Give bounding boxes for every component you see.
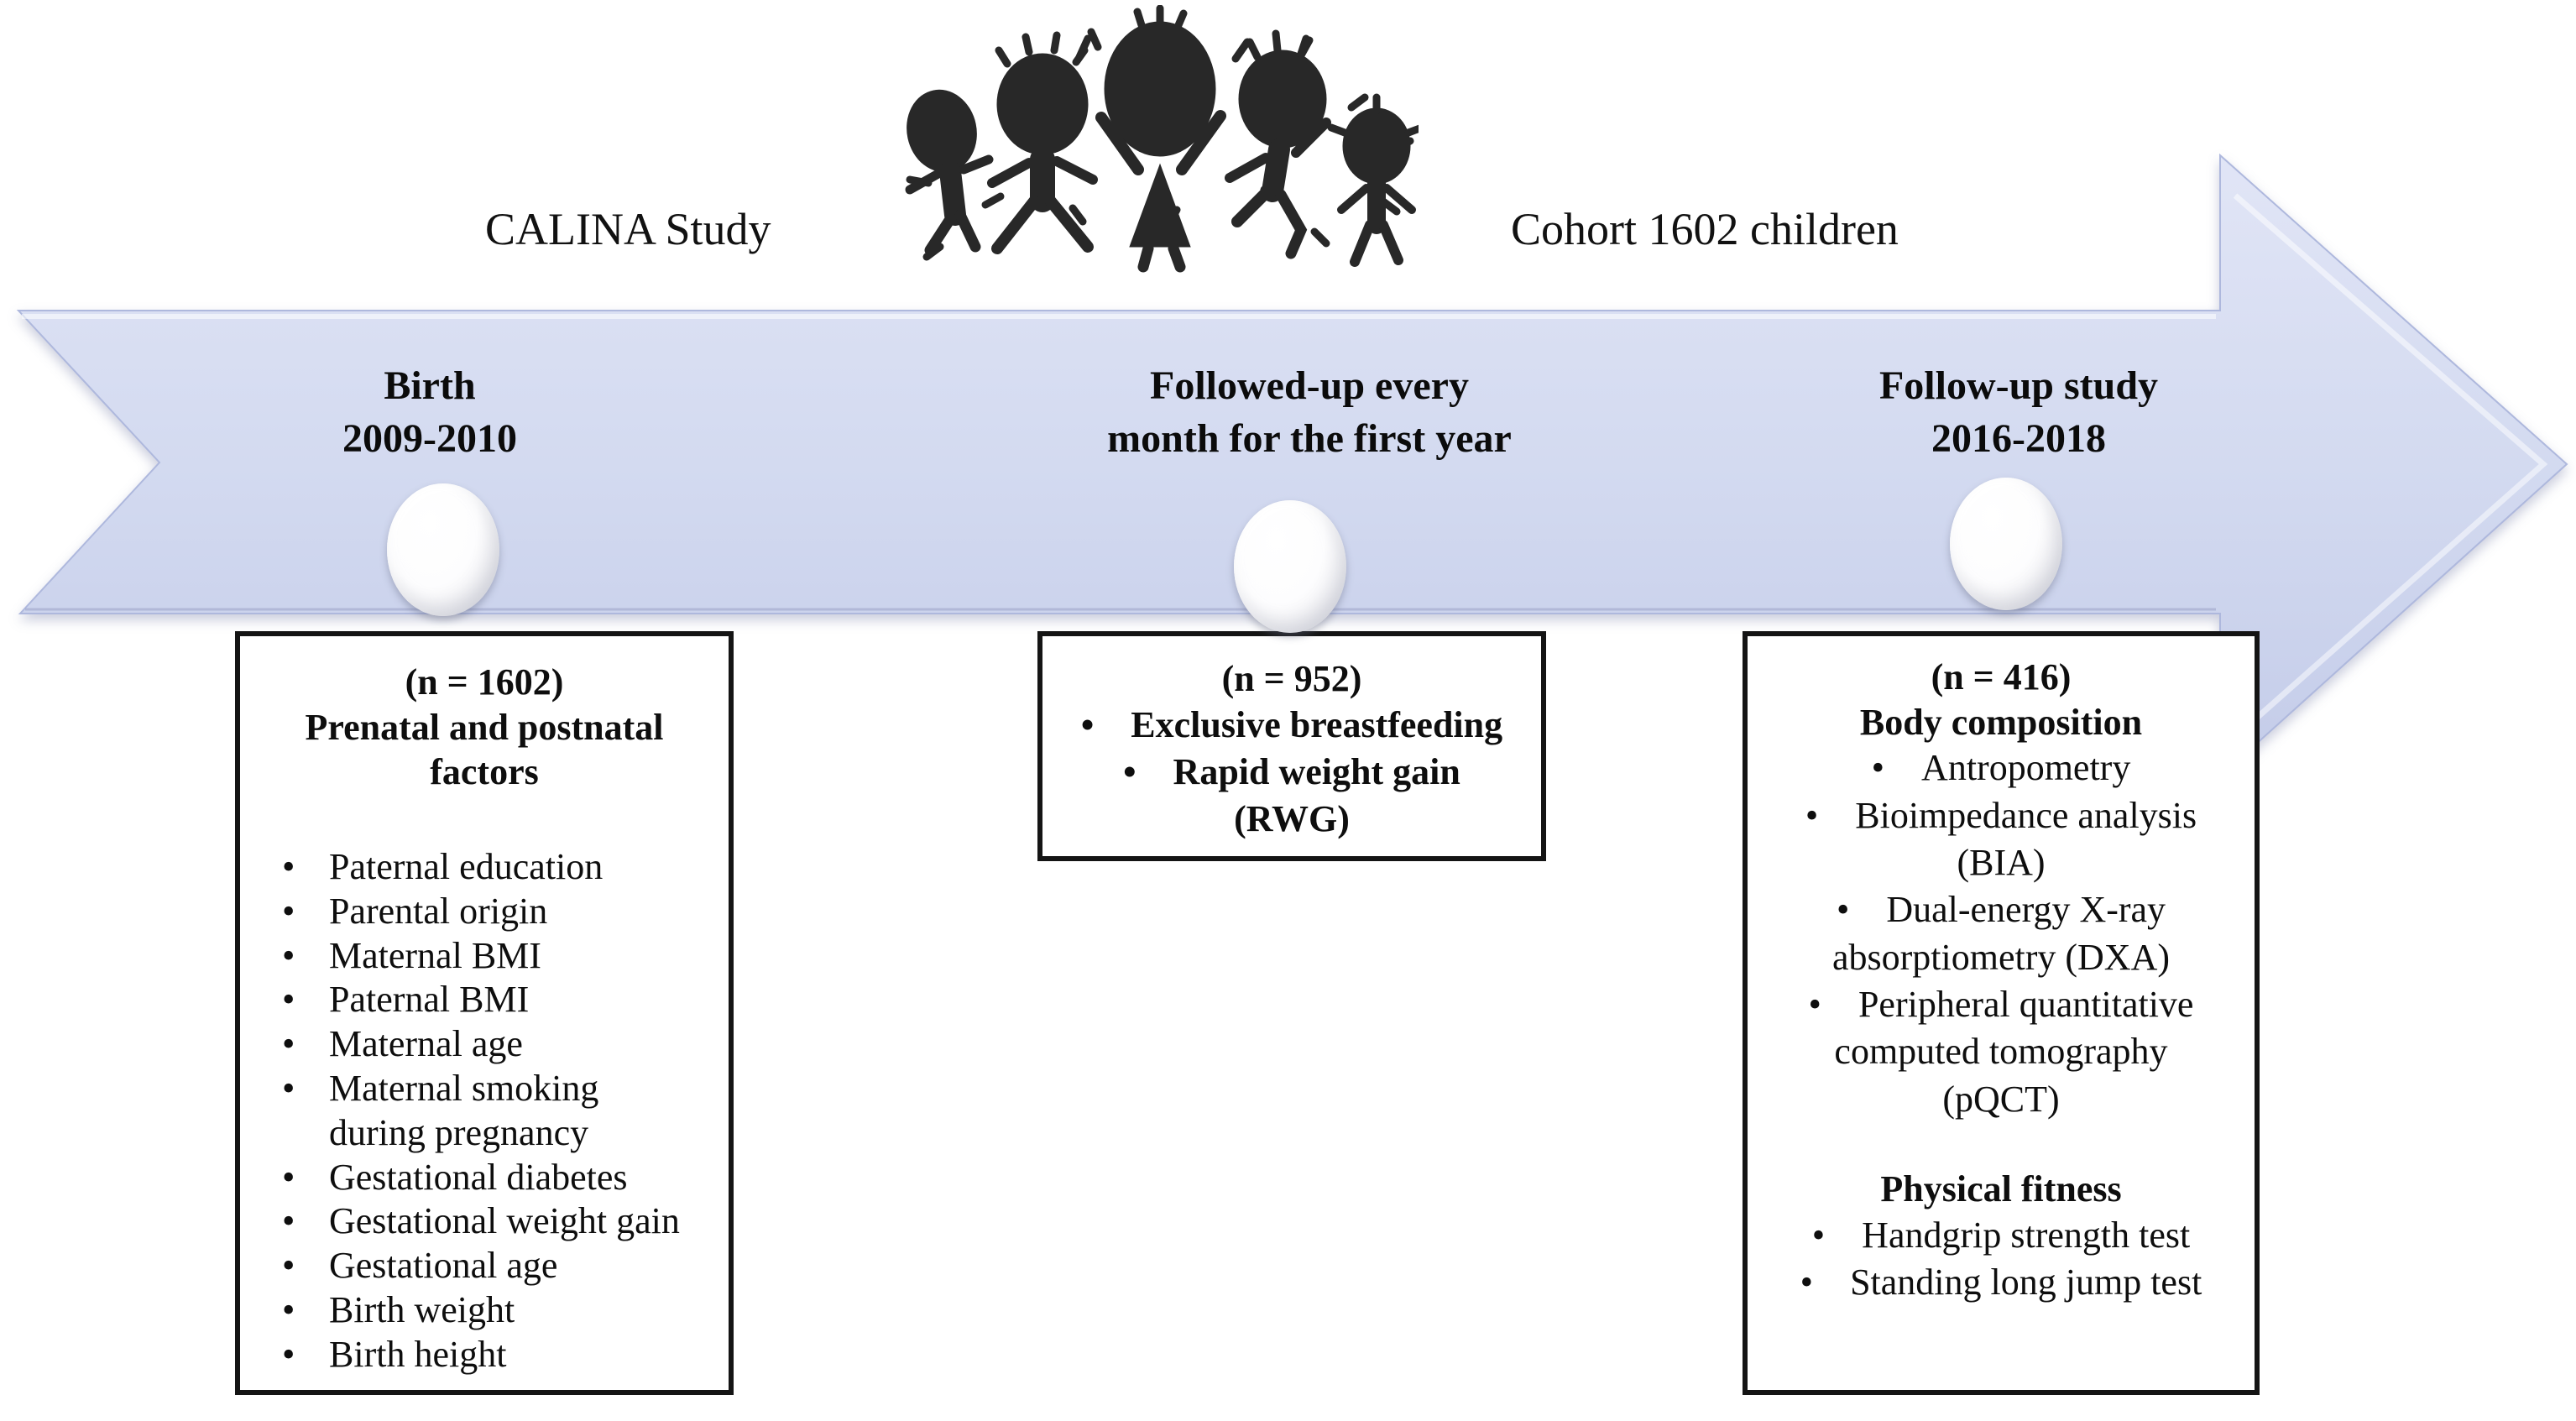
list-item: Birth weight (257, 1288, 712, 1333)
list-item: Bioimpedance analysis (BIA) (1759, 792, 2243, 887)
list-item: Paternal BMI (257, 978, 712, 1022)
list-item: Dual-energy X-ray absorptiometry (DXA) (1759, 886, 2243, 981)
factor-list: Paternal education Parental origin Mater… (257, 845, 712, 1377)
list-item: Gestational weight gain (257, 1199, 712, 1244)
stage-box-followup-study: (n = 416) Body composition Antropometry … (1743, 631, 2260, 1395)
stage-box-birth: (n = 1602) Prenatal and postnatal factor… (235, 631, 734, 1395)
jumping-children-icon (905, 5, 1419, 273)
sample-size-label: (n = 1602) (405, 661, 564, 703)
timeline-marker-sphere (1950, 478, 2062, 610)
list-item: Parental origin (257, 890, 712, 934)
stage-title-line: Followed-up every (1150, 363, 1469, 408)
section-heading: Body composition (1859, 701, 2143, 743)
timeline-marker-sphere (387, 483, 499, 616)
list-item: Maternal age (257, 1022, 712, 1067)
list-item: Antropometry (1759, 744, 2243, 791)
bullet-icon (1805, 792, 1818, 839)
bullet-icon (1812, 1212, 1825, 1259)
stage-title-line: Follow-up study (1878, 363, 2159, 408)
list-item: Peripheral quantitative computed tomogra… (1759, 981, 2243, 1123)
stage-title-followup-study: Follow-up study 2016-2018 (1725, 359, 2312, 466)
list-item: Maternal BMI (257, 934, 712, 979)
bullet-icon (1872, 744, 1884, 791)
list-item: Gestational age (257, 1244, 712, 1288)
study-label: CALINA Study (485, 204, 771, 254)
cohort-label: Cohort 1602 children (1511, 204, 1899, 254)
stage-title-line: 2016-2018 (1931, 416, 2106, 462)
bullet-icon (1809, 981, 1821, 1028)
list-item: Handgrip strength test (1759, 1212, 2243, 1259)
stage-title-followup-monthly: Followed-up every month for the first ye… (948, 359, 1670, 466)
box-heading: Prenatal and postnatal factors (305, 706, 664, 793)
bullet-icon (1800, 1259, 1813, 1306)
timeline-marker-sphere (1234, 500, 1346, 633)
bullet-icon (1081, 702, 1094, 749)
stage-title-line: month for the first year (1107, 416, 1512, 462)
stage-box-followup-monthly: (n = 952) Exclusive breastfeeding Rapid … (1037, 631, 1546, 861)
sample-size-label: (n = 952) (1221, 658, 1362, 699)
list-item: Rapid weight gain (RWG) (1054, 749, 1529, 844)
list-item: Gestational diabetes (257, 1156, 712, 1200)
bullet-icon (1837, 886, 1849, 933)
stage-title-line: Birth (384, 363, 476, 408)
section-heading: Physical fitness (1880, 1168, 2122, 1209)
list-item: Birth height (257, 1333, 712, 1377)
stage-title-line: 2009-2010 (342, 416, 517, 462)
list-item: Paternal education (257, 845, 712, 890)
sample-size-label: (n = 416) (1931, 656, 2072, 697)
list-item: Exclusive breastfeeding (1054, 702, 1529, 749)
bullet-icon (1123, 749, 1136, 796)
stage-title-birth: Birth 2009-2010 (178, 359, 682, 466)
list-item: Standing long jump test (1759, 1259, 2243, 1306)
